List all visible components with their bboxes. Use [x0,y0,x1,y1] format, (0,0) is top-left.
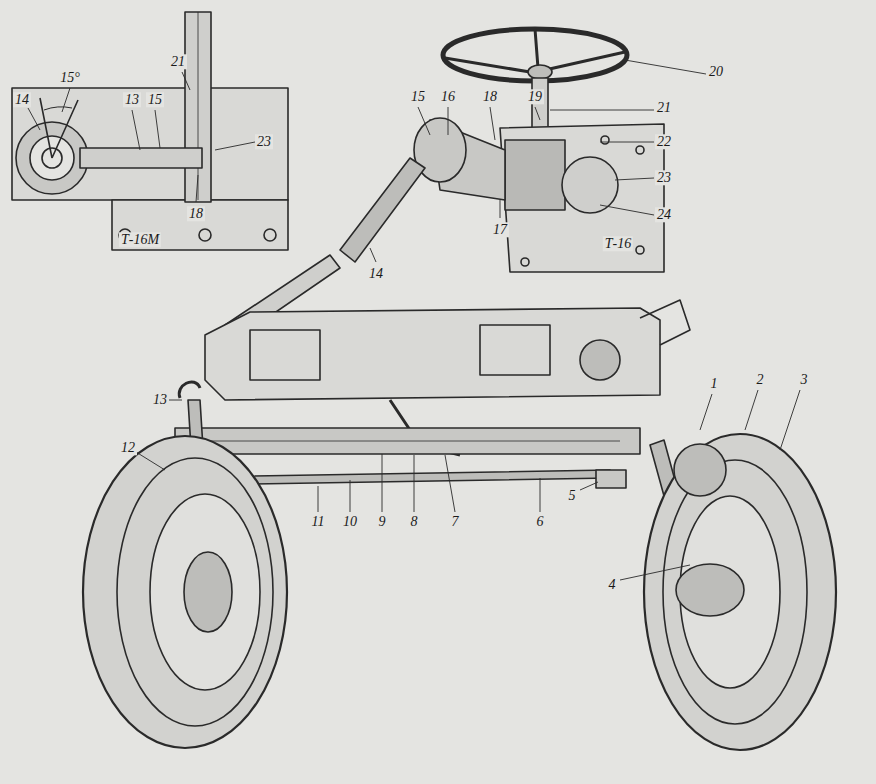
callout-number: 23 [655,170,673,185]
callout-number: 17 [491,222,509,237]
callout-number: 15° [58,70,82,85]
callout-number: 1 [709,376,720,391]
callout-number: 7 [450,514,461,529]
callout-number: 15 [409,89,427,104]
callout-number: 6 [535,514,546,529]
callout-number: 21 [169,54,187,69]
callout-number: 13 [151,392,169,407]
callout-number: 19 [526,89,544,104]
callout-number: 11 [310,514,327,529]
callout-number: 9 [377,514,388,529]
callout-number: 5 [567,488,578,503]
callout-number: 16 [439,89,457,104]
callout-number: 10 [341,514,359,529]
callout-number: 13 [123,92,141,107]
callout-number: 24 [655,207,673,222]
callout-number: 8 [409,514,420,529]
callout-number: 22 [655,134,673,149]
callout-number: 12 [119,440,137,455]
model-caption: Т-16 [603,236,633,251]
model-caption: Т-16М [119,232,161,247]
callout-number: 2 [755,372,766,387]
callout-number: 3 [799,372,810,387]
callout-number: 23 [255,134,273,149]
callout-number: 14 [367,266,385,281]
callout-number: 21 [655,100,673,115]
callout-number: 14 [13,92,31,107]
callout-number: 4 [607,577,618,592]
callout-number: 18 [481,89,499,104]
callout-number: 18 [187,206,205,221]
callout-number: 20 [707,64,725,79]
callout-number: 15 [146,92,164,107]
